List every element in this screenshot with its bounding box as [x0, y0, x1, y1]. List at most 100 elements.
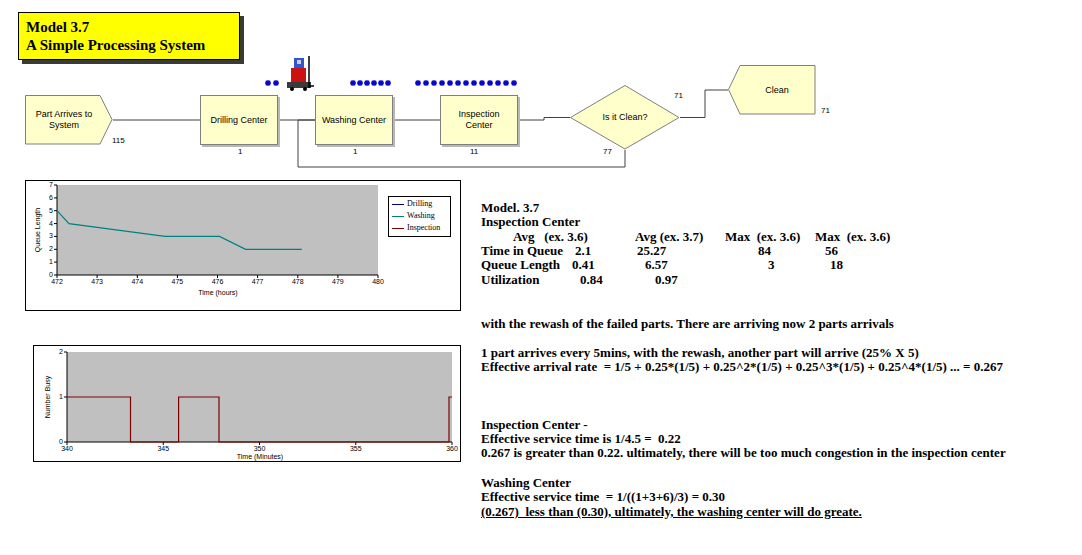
table-cell: 2.1 — [575, 244, 591, 258]
table-cell: Time in Queue — [481, 244, 563, 258]
axis-tick: 0 — [49, 271, 53, 279]
queue-length-line — [57, 211, 302, 250]
legend-swatch — [392, 204, 404, 205]
connector — [393, 120, 440, 121]
note-text: 0.267 is greater than 0.22. ultimately, … — [481, 446, 1006, 460]
node-content: Part Arrives to System — [30, 109, 98, 131]
node-outline — [26, 96, 113, 145]
note-text: (0.267) less than (0.30), ultimately, th… — [481, 505, 862, 519]
queue-entity — [495, 80, 501, 86]
queue-entity — [357, 80, 363, 86]
process-box: Drilling Center — [200, 95, 278, 145]
table-cell: Max (ex. 3.6) — [815, 230, 890, 244]
node-content: Washing Center — [322, 115, 386, 126]
axis-tick: 472 — [51, 278, 63, 286]
axis-tick: 0 — [59, 438, 63, 446]
queue-entity — [385, 80, 391, 86]
forklift-icon — [287, 56, 314, 91]
node-outline — [571, 86, 680, 150]
legend-text: Inspection — [407, 223, 440, 233]
queue-entity — [471, 80, 477, 86]
queue-entity — [447, 80, 453, 86]
queue-entity — [479, 80, 485, 86]
chart-panel — [26, 181, 461, 311]
axis-tick: 478 — [292, 278, 304, 286]
module-label: Is it Clean? — [602, 112, 647, 123]
table-cell: Max (ex. 3.6) — [725, 230, 800, 244]
queue-entities — [265, 80, 517, 86]
axis-tick: 355 — [350, 445, 362, 453]
axis-tick: 1 — [59, 393, 63, 401]
connector — [113, 120, 200, 121]
counter: 1 — [238, 147, 242, 156]
plot-area — [67, 352, 452, 442]
counter: 115 — [112, 136, 125, 145]
axis-tick: 340 — [61, 445, 73, 453]
legend-swatch — [392, 216, 404, 217]
queue-entity — [431, 80, 437, 86]
note-text: Effective arrival rate = 1/5 + 0.25*(1/5… — [481, 360, 1003, 374]
axis-tick: 480 — [372, 278, 384, 286]
connector — [518, 118, 570, 121]
queue-entity — [503, 80, 509, 86]
legend-text: Drilling — [407, 199, 432, 209]
legend-entry: Inspection — [392, 223, 440, 233]
axis-title: Time (hours) — [198, 289, 237, 297]
node-content: Drilling Center — [210, 115, 267, 126]
table-cell: Utilization — [481, 273, 540, 287]
node-content: Inspection Center — [445, 109, 513, 131]
legend-entry: Drilling — [392, 199, 432, 209]
note-text: Inspection Center — [481, 215, 580, 229]
module-label: Drilling Center — [210, 115, 267, 126]
table-cell: 0.41 — [572, 258, 595, 272]
axis-tick: 2 — [49, 245, 53, 253]
axis-title: Time (Minutes) — [237, 453, 283, 461]
axis-ticks — [54, 185, 378, 278]
axis-line — [57, 185, 378, 275]
axis-tick: 6 — [49, 194, 53, 202]
queue-entity — [423, 80, 429, 86]
queue-entity — [415, 80, 421, 86]
process-box: Washing Center — [315, 95, 393, 145]
axis-tick: 473 — [91, 278, 103, 286]
queue-entity — [511, 80, 517, 86]
table-cell: 56 — [825, 244, 838, 258]
busy-line — [67, 397, 452, 442]
module-label: Clean — [765, 85, 789, 96]
axis-tick: 5 — [49, 207, 53, 215]
plot-area — [57, 185, 378, 275]
counter: 1 — [353, 147, 357, 156]
note-text: Effective service time = 1/((1+3+6)/3) =… — [481, 490, 725, 504]
axis-tick: 477 — [252, 278, 264, 286]
queue-entity — [378, 80, 384, 86]
node-content: Clean — [765, 85, 789, 96]
axis-ticks — [64, 352, 452, 445]
table-cell: 6.57 — [645, 258, 668, 272]
axis-tick: 3 — [49, 232, 53, 240]
axis-tick: 360 — [446, 445, 458, 453]
note-text: with the rewash of the failed parts. The… — [481, 317, 894, 331]
counter: 11 — [470, 147, 478, 156]
module-label: Inspection Center — [445, 109, 513, 131]
table-cell: Queue Length — [481, 258, 560, 272]
title-text: A Simple Processing System — [26, 36, 205, 54]
node-content: Is it Clean? — [602, 112, 647, 123]
axis-tick: 350 — [254, 445, 266, 453]
counter: 71 — [674, 91, 683, 100]
counter: 77 — [603, 147, 612, 156]
axis-tick: 474 — [131, 278, 143, 286]
table-cell: Avg (ex. 3.7) — [635, 230, 703, 244]
counter: 71 — [821, 106, 830, 115]
table-cell: 0.97 — [655, 273, 678, 287]
node-content: Model 3.7A Simple Processing System — [26, 18, 205, 54]
note-text: 1 part arrives every 5mins, with the rew… — [481, 346, 919, 360]
connector — [680, 90, 728, 118]
axis-title: Queue Length — [34, 208, 42, 252]
legend-text: Washing — [407, 211, 435, 221]
queue-entity — [364, 80, 370, 86]
decision-diamond: Is it Clean? — [570, 85, 680, 150]
axis-tick: 475 — [172, 278, 184, 286]
table-cell: Avg (ex. 3.6) — [513, 230, 588, 244]
legend-entry: Washing — [392, 211, 435, 221]
